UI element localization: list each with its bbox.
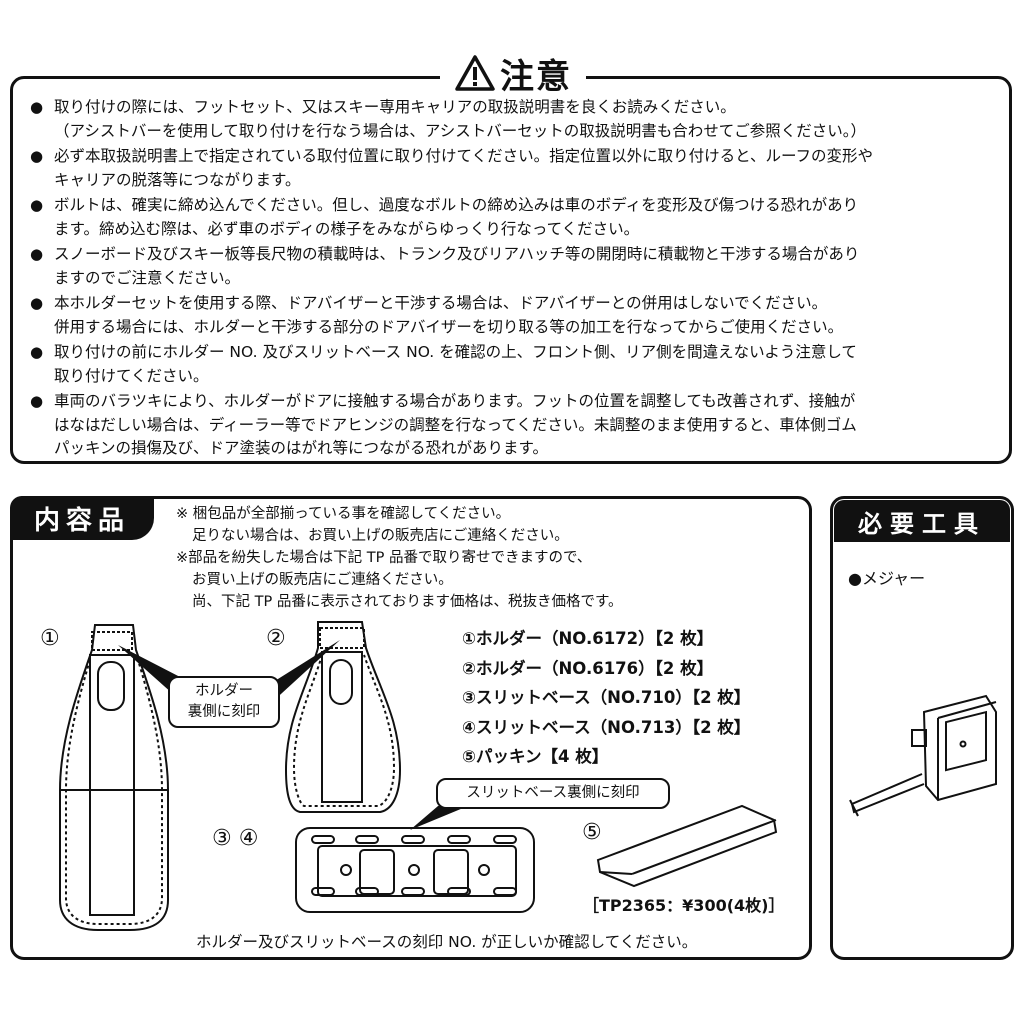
tools-header: 必要工具 — [834, 500, 1010, 542]
note-line: ※ 梱包品が全部揃っている事を確認してください。 — [176, 506, 511, 522]
part-item: ②ホルダー（NO.6176）【2 枚】 — [462, 658, 714, 678]
tool-item-measure: ●メジャー — [848, 569, 926, 588]
slit-base-engraving-callout: スリットベース裏側に刻印 — [436, 778, 670, 809]
part-item: ④スリットベース（NO.713）【2 枚】 — [462, 717, 751, 737]
caution-item: スノーボード及びスキー板等長尺物の積載時は、トランク及びリアハッチ等の開閉時に積… — [30, 243, 996, 290]
caution-title-text: 注意 — [500, 56, 572, 97]
caution-item: 取り付けの際には、フットセット、又はスキー専用キャリアの取扱説明書を良くお読みく… — [30, 96, 996, 143]
callout-line: 裏側に刻印 — [187, 704, 261, 720]
note-line: お買い上げの販売店にご連絡ください。 — [192, 572, 453, 588]
caution-item: ボルトは、確実に締め込んでください。但し、過度なボルトの締め込みは車のボディを変… — [30, 194, 996, 241]
warning-icon — [455, 55, 495, 91]
caution-line: 取り付けてください。 — [54, 366, 209, 385]
contents-panel — [10, 496, 812, 960]
part-number-5: ⑤ — [582, 820, 602, 845]
caution-line: （アシストバーを使用して取り付けを行なう場合は、アシストバーセットの取扱説明書も… — [54, 121, 867, 140]
part-number-1: ① — [40, 626, 60, 651]
part-item: ③スリットベース（NO.710）【2 枚】 — [462, 688, 751, 707]
caution-line: 車両のバラツキにより、ホルダーがドアに接触する場合があります。フットの位置を調整… — [54, 392, 856, 410]
holder-1-drawing — [59, 624, 169, 931]
caution-line: ボルトは、確実に締め込んでください。但し、過度なボルトの締め込みは車のボディを変… — [54, 196, 859, 214]
part-number-2: ② — [266, 626, 286, 651]
caution-title: 注意 — [440, 48, 586, 98]
caution-item: 取り付けの前にホルダー NO. 及びスリットベース NO. を確認の上、フロント… — [30, 341, 996, 388]
note-line: 尚、下記 TP 品番に表示されております価格は、税抜き価格です。 — [192, 594, 623, 610]
contents-header: 内容品 — [10, 496, 154, 540]
contents-notes: ※ 梱包品が全部揃っている事を確認してください。 足りない場合は、お買い上げの販… — [176, 503, 623, 613]
caution-item: 車両のバラツキにより、ホルダーがドアに接触する場合があります。フットの位置を調整… — [30, 390, 996, 461]
slit-base-drawing — [295, 827, 535, 913]
caution-line: 取り付けの際には、フットセット、又はスキー専用キャリアの取扱説明書を良くお読みく… — [54, 98, 736, 116]
part-item: ①ホルダー（NO.6172）【2 枚】 — [462, 629, 714, 648]
tape-measure-drawing — [849, 694, 997, 817]
caution-item: 本ホルダーセットを使用する際、ドアバイザーと干渉する場合は、ドアバイザーとの併用… — [30, 292, 996, 339]
holder-2-drawing — [284, 621, 402, 813]
caution-line: 必ず本取扱説明書上で指定されている取付位置に取り付けてください。指定位置以外に取… — [54, 147, 874, 165]
caution-list: 取り付けの際には、フットセット、又はスキー専用キャリアの取扱説明書を良くお読みく… — [30, 96, 996, 463]
packing-drawing — [596, 804, 778, 888]
tp-part-number: ［TP2365：¥300(4枚)］ — [583, 896, 785, 915]
caution-line: はなはだしい場合は、ディーラー等でドアヒンジの調整を行なってください。未調整のま… — [54, 415, 857, 434]
caution-line: パッキンの損傷及び、ドア塗装のはがれ等につながる恐れがあります。 — [54, 439, 548, 457]
tools-panel — [830, 496, 1014, 960]
caution-line: 取り付けの前にホルダー NO. 及びスリットベース NO. を確認の上、フロント… — [54, 343, 857, 361]
caution-line: スノーボード及びスキー板等長尺物の積載時は、トランク及びリアハッチ等の開閉時に積… — [54, 245, 860, 263]
part-item: ⑤パッキン【4 枚】 — [462, 747, 609, 766]
part-number-34: ③ ④ — [212, 826, 259, 851]
note-line: ※部品を紛失した場合は下記 TP 品番で取り寄せできますので、 — [176, 550, 592, 566]
parts-list: ①ホルダー（NO.6172）【2 枚】 ②ホルダー（NO.6176）【2 枚】 … — [462, 624, 750, 772]
caution-line: 併用する場合には、ホルダーと干渉する部分のドアバイザーを切り取る等の加工を行なっ… — [54, 317, 844, 336]
holder-engraving-callout: ホルダー 裏側に刻印 — [168, 676, 280, 728]
caution-item: 必ず本取扱説明書上で指定されている取付位置に取り付けてください。指定位置以外に取… — [30, 145, 996, 192]
caution-line: ますのでご注意ください。 — [54, 268, 241, 287]
note-line: 足りない場合は、お買い上げの販売店にご連絡ください。 — [192, 528, 569, 544]
caution-line: ます。締め込む際は、必ず車のボディの様子をみながらゆっくり行なってください。 — [54, 219, 640, 238]
callout-line: ホルダー — [195, 683, 253, 699]
caution-line: キャリアの脱落等につながります。 — [54, 170, 301, 189]
engraving-check-note: ホルダー及びスリットベースの刻印 NO. が正しいか確認してください。 — [196, 933, 698, 951]
caution-line: 本ホルダーセットを使用する際、ドアバイザーと干渉する場合は、ドアバイザーとの併用… — [54, 294, 828, 312]
